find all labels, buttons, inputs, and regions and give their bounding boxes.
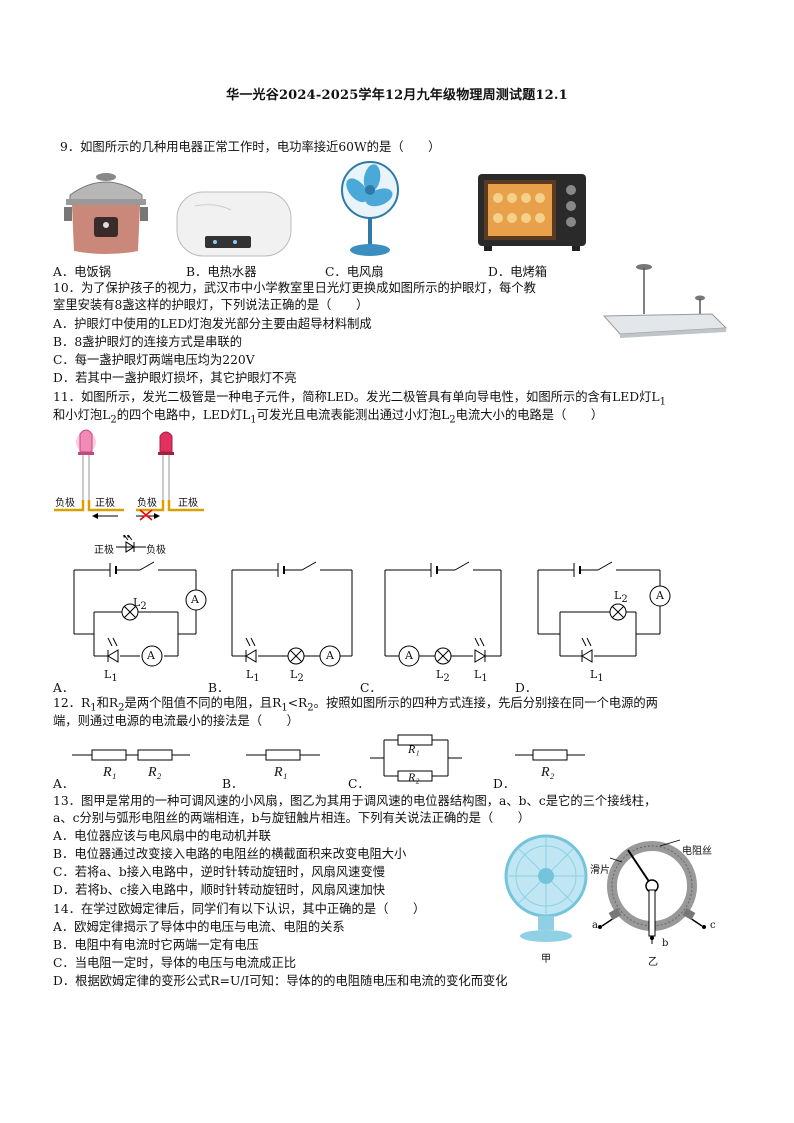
- q10-option-b: B．8盏护眼灯的连接方式是串联的: [53, 335, 243, 349]
- resistor-c-r2-label: R₂: [408, 770, 420, 784]
- circuit-c-ammeter: A: [405, 649, 413, 662]
- q13-stem-line1: 13．图甲是常用的一种可调风速的小风扇，图乙为其用于调风速的电位器结构图，a、b…: [53, 794, 657, 808]
- circuit-a-ammeter-2: A: [147, 649, 155, 662]
- circuit-a-l1-label: L1: [104, 668, 118, 685]
- fig-c-label: c: [710, 920, 716, 931]
- q12-option-b: B．: [222, 777, 244, 791]
- led2-pos-label: 正极: [178, 498, 198, 509]
- resistor-a-r2-label: R₂: [148, 765, 162, 780]
- led-diagram: [54, 429, 204, 521]
- circuit-d: [537, 561, 671, 663]
- q9-stem: 9．如图所示的几种用电器正常工作时，电功率接近60W的是（ ）: [60, 140, 441, 154]
- circuit-a-ammeter-1: A: [191, 593, 199, 606]
- small-fan-image: [504, 834, 588, 942]
- circuit-b-ammeter: A: [326, 649, 334, 662]
- led2-neg-label: 负极: [137, 498, 157, 509]
- resistor-a-r1-label: R₁: [103, 765, 117, 780]
- q11-option-b: B．: [208, 681, 230, 695]
- q12-stem-line2: 端，则通过电源的电流最小的接法是（ ）: [53, 714, 299, 728]
- q9-option-d: D．电烤箱: [488, 265, 548, 279]
- q13-option-a: A．电位器应该与电风扇中的电动机并联: [53, 829, 271, 843]
- potentiometer-diagram: [598, 839, 706, 944]
- resistor-d-r2-label: R₂: [541, 765, 555, 780]
- q12-option-d: D．: [493, 777, 516, 791]
- circuit-b-l1-label: L1: [246, 668, 260, 685]
- circuit-c-l1-label: L1: [474, 668, 488, 685]
- led-symbol-icon: [116, 534, 146, 553]
- led1-neg-label: 负极: [55, 498, 75, 509]
- q10-stem-line2: 室里安装有8盏这样的护眼灯，下列说法正确的是（ ）: [53, 298, 369, 312]
- fig-slider-label: 滑片: [590, 865, 610, 876]
- fig-wire-label: 电阻丝: [682, 846, 712, 857]
- symbol-neg-label: 负极: [146, 545, 166, 556]
- symbol-pos-label: 正极: [94, 545, 114, 556]
- resistor-a: [72, 749, 190, 761]
- q13-option-c: C．若将a、b接入电路中，逆时针转动旋钮时，风扇风速变慢: [53, 865, 386, 879]
- q14-option-a: A．欧姆定律揭示了导体中的电压与电流、电阻的关系: [53, 920, 345, 934]
- q9-option-a: A．电饭锅: [53, 265, 112, 279]
- electric-fan-image: [341, 161, 399, 256]
- eye-lamp-image: [602, 264, 728, 338]
- circuit-d-l2-label: L2: [614, 589, 628, 606]
- circuit-d-l1-label: L1: [590, 668, 604, 685]
- q12-stem-line1: 12．R1和R2是两个阻值不同的电阻，且R1<R2。按照如图所示的四种方式连接，…: [53, 696, 658, 714]
- rice-cooker-image: [64, 173, 148, 254]
- q10-option-d: D．若其中一盏护眼灯损坏，其它护眼灯不亮: [53, 371, 297, 385]
- resistor-b-r1-label: R₁: [274, 765, 288, 780]
- resistor-b: [246, 749, 320, 761]
- fig-a-label: a: [592, 920, 598, 931]
- resistor-d: [515, 749, 585, 761]
- q14-option-c: C．当电阻一定时，导体的电压与电流成正比: [53, 956, 297, 970]
- q14-stem: 14．在学过欧姆定律后，同学们有以下认识，其中正确的是（ ）: [53, 902, 426, 916]
- led1-pos-label: 正极: [95, 498, 115, 509]
- circuit-d-ammeter: A: [656, 589, 664, 602]
- q9-option-c: C．电风扇: [325, 265, 384, 279]
- circuit-c: [384, 561, 502, 667]
- q11-option-c: C．: [360, 681, 382, 695]
- circuit-a: [73, 561, 207, 667]
- q12-option-a: A．: [53, 777, 75, 791]
- circuit-b-l2-label: L2: [290, 668, 304, 685]
- q11-stem-line1: 11．如图所示，发光二极管是一种电子元件，简称LED。发光二极管具有单向导电性，…: [53, 390, 666, 408]
- q14-option-d: D．根据欧姆定律的变形公式R=U/I可知：导体的的电阻随电压和电流的变化而变化: [53, 974, 508, 988]
- resistor-c: [370, 734, 462, 782]
- water-heater-image: [176, 191, 292, 257]
- fig-b-label: b: [662, 938, 669, 949]
- q14-option-b: B．电阻中有电流时它两端一定有电压: [53, 938, 259, 952]
- circuit-c-l2-label: L2: [436, 668, 450, 685]
- q11-option-a: A．: [53, 681, 75, 695]
- fig-jia-label: 甲: [541, 954, 551, 965]
- q9-option-b: B．电热水器: [186, 265, 257, 279]
- q12-option-c: C．: [348, 777, 370, 791]
- q10-option-c: C．每一盏护眼灯两端电压均为220V: [53, 353, 255, 367]
- q10-option-a: A．护眼灯中使用的LED灯泡发光部分主要由超导材料制成: [53, 317, 372, 331]
- q11-stem-line2: 和小灯泡L2的四个电路中，LED灯L1可发光且电流表能测出通过小灯泡L2电流大小…: [53, 408, 604, 426]
- oven-image: [478, 174, 586, 251]
- q13-option-d: D．若将b、c接入电路中，顺时针转动旋钮时，风扇风速加快: [53, 883, 386, 897]
- fig-yi-label: 乙: [648, 957, 658, 968]
- q13-stem-line2: a、c分别与弧形电阻丝的两端相连，b与旋钮触片相连。下列有关说法正确的是（ ）: [53, 811, 531, 825]
- page-title: 华一光谷2024-2025学年12月九年级物理周测试题12.1: [226, 88, 568, 103]
- q10-stem-line1: 10．为了保护孩子的视力，武汉市中小学教室里日光灯更换成如图所示的护眼灯，每个教: [53, 281, 536, 295]
- q11-option-d: D．: [515, 681, 538, 695]
- q13-option-b: B．电位器通过改变接入电路的电阻丝的横截面积来改变电阻大小: [53, 847, 407, 861]
- circuit-a-l2-label: L2: [133, 596, 147, 613]
- circuit-b: [231, 561, 353, 667]
- resistor-c-r1-label: R₁: [408, 742, 420, 756]
